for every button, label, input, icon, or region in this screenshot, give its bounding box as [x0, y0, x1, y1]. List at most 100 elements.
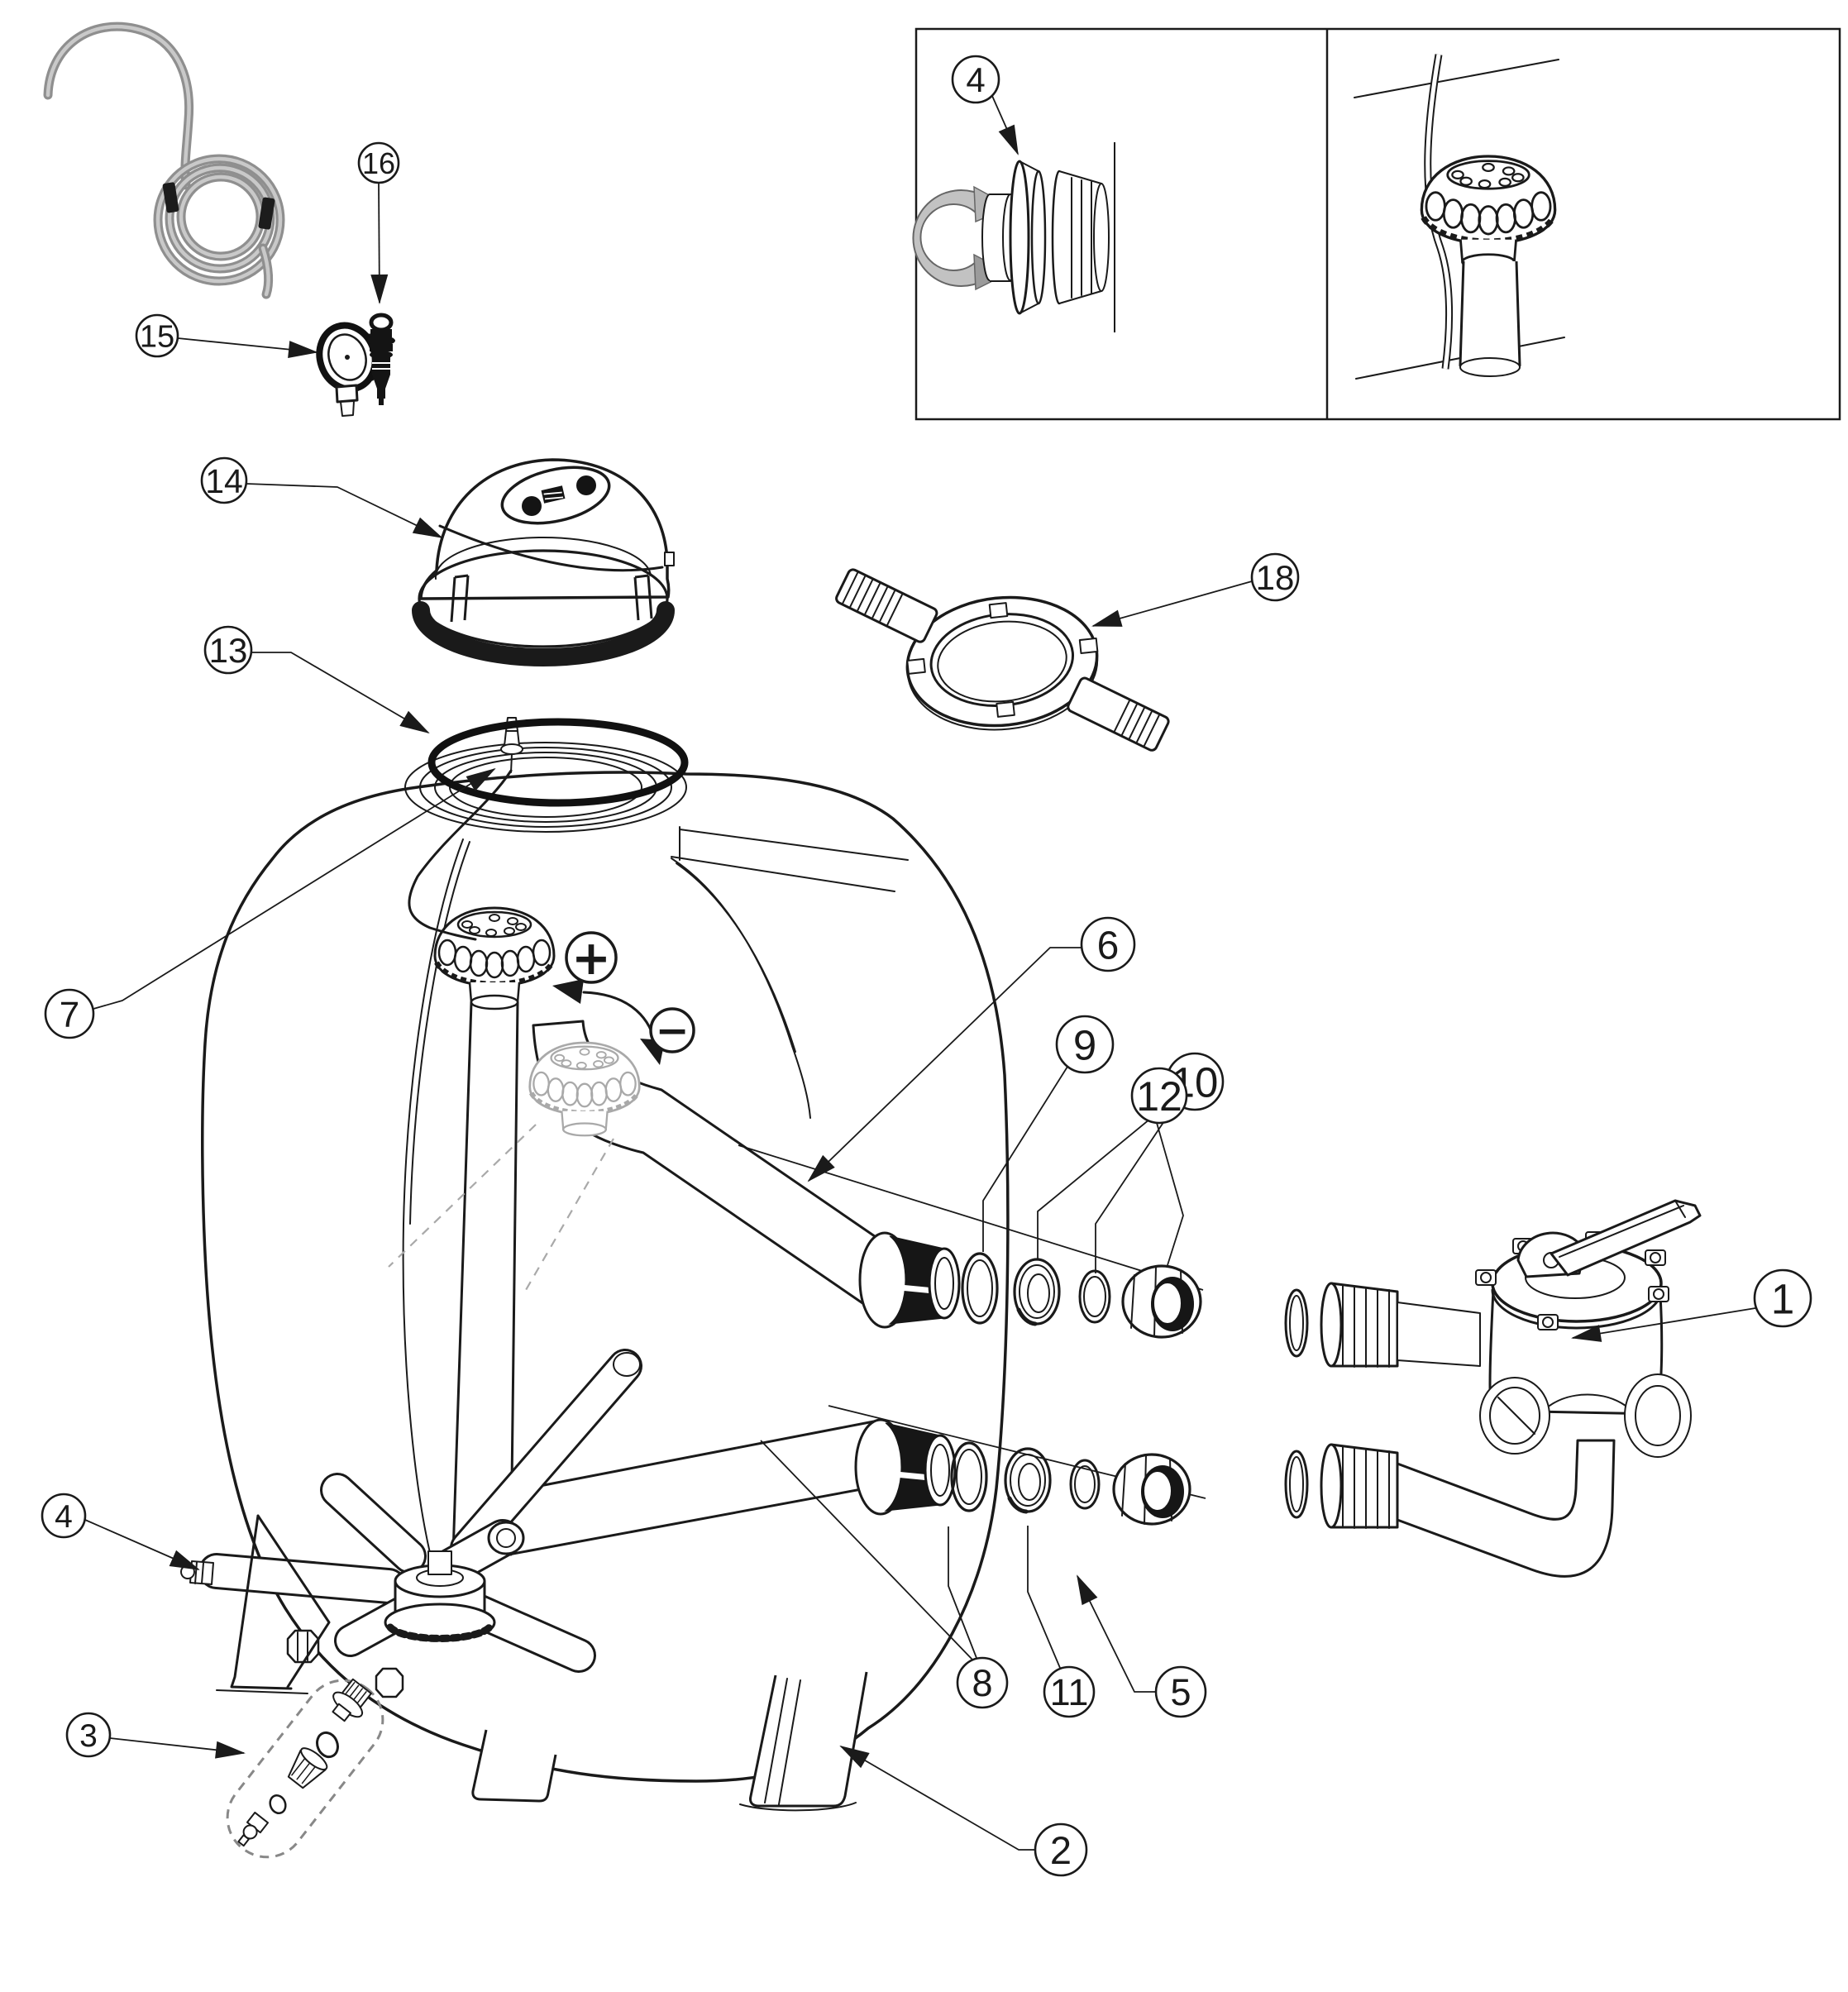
callout-leader — [1156, 1122, 1184, 1266]
union-o-ring-upper — [1284, 1288, 1309, 1358]
callout-bubble-2 — [1034, 1822, 1088, 1877]
callout-number: 6 — [1097, 924, 1120, 967]
callout-arrowhead — [1571, 1325, 1602, 1342]
callout-arrowhead — [288, 341, 318, 359]
callout-4b: 4 — [951, 55, 1019, 155]
hose-clip — [258, 197, 275, 230]
callout-leader — [93, 768, 495, 1010]
callout-number: 9 — [1073, 1021, 1096, 1068]
callout-arrowhead — [169, 1550, 200, 1570]
seal-ring-upper — [1013, 1258, 1061, 1326]
tank-foot-right — [739, 1671, 868, 1812]
callout-leader — [1572, 1307, 1756, 1339]
callout-arrowhead — [1091, 609, 1123, 627]
callout-number: 2 — [1050, 1828, 1072, 1872]
o-ring-lower-1 — [950, 1441, 988, 1512]
callout-leader — [840, 1746, 1035, 1851]
valve-body — [1479, 1288, 1692, 1458]
bulkhead-nut-upper — [1121, 1264, 1202, 1339]
callout-number: 3 — [79, 1718, 98, 1754]
callout-10: 10 — [1037, 1052, 1225, 1273]
bulkhead-fittings-upper-row — [738, 1144, 1204, 1339]
callout-number: 7 — [60, 995, 79, 1035]
callout-leader — [808, 947, 1082, 1182]
tank-top-cut-notch — [671, 826, 909, 892]
lid-clip-right — [633, 574, 653, 621]
valve-elbow-pipe — [1396, 1439, 1616, 1578]
callout-number: 16 — [362, 146, 395, 180]
callout-number: 15 — [140, 320, 174, 355]
callout-1: 1 — [1571, 1268, 1812, 1342]
callout-leader — [251, 652, 429, 733]
o-ring-lower-2 — [1069, 1459, 1101, 1510]
callout-leader — [1077, 1575, 1156, 1693]
callout-arrowhead — [839, 1745, 870, 1769]
inset-diffuser-detail — [1354, 54, 1565, 380]
union-nut-lower — [1320, 1443, 1399, 1529]
callout-number: 4 — [966, 60, 985, 99]
callout-5: 5 — [1077, 1574, 1207, 1718]
callout-number: 1 — [1771, 1275, 1794, 1322]
callout-number: 18 — [1256, 558, 1295, 597]
callout-bubble-12 — [1130, 1067, 1188, 1125]
dome-lid — [412, 458, 675, 666]
o-ring-upper-1 — [961, 1252, 999, 1325]
rotation-symbol-sign: + — [571, 931, 611, 986]
callout-7: 7 — [44, 767, 496, 1039]
callout-16: 16 — [357, 141, 400, 304]
filter-tank-body — [180, 717, 1010, 1812]
bulkhead-threaded-upper — [858, 1231, 961, 1329]
callout-18: 18 — [1091, 552, 1300, 627]
callout-bubble-1 — [1753, 1268, 1812, 1328]
callout-number: 11 — [1050, 1671, 1089, 1713]
callout-leader — [948, 1526, 977, 1659]
rotation-symbol-sign: − — [655, 1007, 689, 1054]
callout-bubble-4 — [951, 55, 1000, 104]
lid-clip-left — [450, 574, 470, 623]
rotation-symbol-plus: + — [565, 931, 618, 986]
o-ring-upper-2 — [1078, 1269, 1111, 1324]
union-nut-upper — [1320, 1282, 1481, 1368]
callout-6: 6 — [807, 916, 1136, 1182]
inset-detail-box — [912, 27, 1841, 421]
tank-lid-o-ring — [427, 718, 689, 807]
rotation-symbol-circle — [565, 931, 618, 984]
callout-14: 14 — [200, 456, 443, 538]
callout-arrowhead — [466, 767, 496, 791]
callout-3: 3 — [65, 1712, 246, 1759]
rotation-symbol-circle — [649, 1007, 695, 1053]
seal-ring-lower — [1004, 1447, 1052, 1514]
callout-leader — [760, 1440, 973, 1660]
rotation-indicator: +− — [552, 931, 695, 1065]
lid-wrench — [835, 568, 1170, 752]
union-o-ring-lower — [1284, 1450, 1309, 1519]
callout-leader — [246, 483, 442, 538]
wrench-handle-left — [835, 568, 938, 643]
callout-leader — [1037, 1099, 1174, 1259]
callout-bubble-7 — [44, 988, 95, 1039]
hose-clip — [162, 182, 179, 213]
multiport-valve-assembly — [1284, 1199, 1702, 1578]
callout-9: 9 — [982, 1015, 1115, 1252]
callout-15: 15 — [135, 313, 318, 359]
callout-bubble-5 — [1154, 1665, 1207, 1718]
valve-handle — [1516, 1199, 1702, 1278]
callout-arrowhead — [807, 1154, 835, 1182]
drain-hose-coil — [43, 21, 285, 299]
callout-number: 14 — [205, 462, 243, 500]
callout-2: 2 — [839, 1745, 1088, 1877]
callout-number: 5 — [1170, 1671, 1191, 1713]
callout-number: 4 — [55, 1499, 73, 1535]
callout-arrowhead — [412, 517, 443, 538]
callout-bubble-3 — [65, 1712, 112, 1758]
callout-arrowhead — [399, 710, 430, 734]
brand-logo — [541, 485, 566, 504]
callout-number: 8 — [972, 1662, 992, 1704]
tank-foot-left — [471, 1729, 557, 1803]
callout-bubble-16 — [357, 141, 400, 184]
inset-union-fitting — [912, 142, 1115, 332]
callout-bubble-4 — [41, 1493, 87, 1539]
drain-plug-parts — [237, 1678, 372, 1847]
